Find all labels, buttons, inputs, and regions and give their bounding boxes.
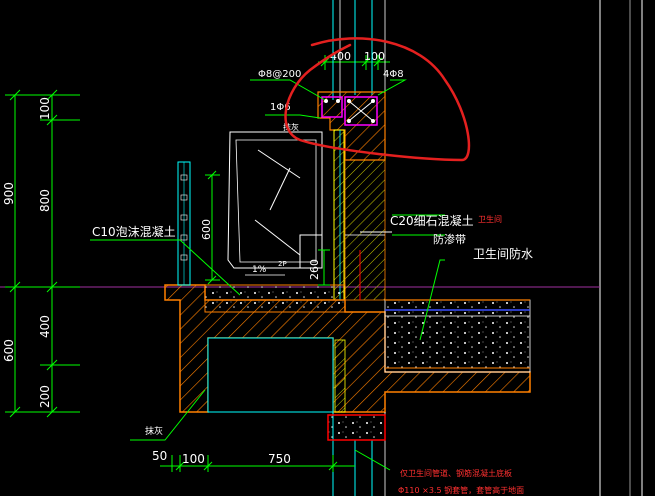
dim-curb-260: 260: [308, 259, 321, 280]
rebar-cross-icon: [349, 101, 373, 121]
box-dimension: [205, 170, 220, 285]
c10-label: C10泡沫混凝土: [92, 224, 176, 239]
dim-top-100: 100: [364, 50, 385, 63]
toilet-fixture-icon: [227, 131, 323, 269]
bottom-red-note-2: Φ110 ×3.5 钢套管，套管高于地面: [398, 485, 524, 495]
rebar-small-label: 1Φ6: [270, 102, 291, 113]
bottom-note: 抹灰: [145, 425, 163, 437]
top-dimension: [318, 55, 390, 70]
dim-400: 400: [38, 315, 52, 338]
dim-bottom-750: 750: [268, 452, 291, 466]
lower-wall: [327, 412, 386, 496]
bathroom-waterproof-label: 卫生间防水: [473, 246, 533, 261]
corner-note: 抹灰: [283, 122, 299, 132]
dim-900: 900: [2, 182, 16, 205]
slope-label: 1%: [252, 265, 267, 275]
rebar-top-right-label: 4Φ8: [383, 69, 404, 80]
bathroom-red-label: 卫生间: [478, 214, 502, 224]
frame-lines: [599, 0, 643, 496]
dim-800: 800: [38, 189, 52, 212]
dim-200: 200: [38, 385, 52, 408]
left-column: [177, 161, 191, 286]
upper-wall: [332, 0, 386, 100]
rebar-spacing-label: Φ8@200: [258, 69, 301, 80]
leader-lines: [90, 79, 445, 471]
c20-label: C20细石混凝土: [390, 213, 474, 228]
wall-body: [333, 129, 386, 301]
waterproof-band-label: 防渗带: [433, 232, 466, 246]
bottom-dimension: [160, 455, 355, 472]
dim-bottom-50: 50: [152, 449, 167, 463]
dim-left-100: 100: [38, 97, 52, 120]
small-2p-label: 2P: [278, 260, 287, 268]
curb-dimension: [318, 249, 330, 286]
bottom-red-note-1: 仅卫生间管道、钢筋混凝土底板: [400, 468, 512, 478]
right-floor-slab: [384, 299, 531, 373]
left-dimension-chain: [5, 89, 80, 418]
dim-box-600: 600: [200, 219, 213, 240]
dim-bottom-100: 100: [182, 452, 205, 466]
dim-left-600: 600: [2, 339, 16, 362]
upper-curb-beam: [317, 91, 386, 161]
markup-circle-icon: [284, 37, 471, 162]
main-slab: [164, 284, 531, 413]
